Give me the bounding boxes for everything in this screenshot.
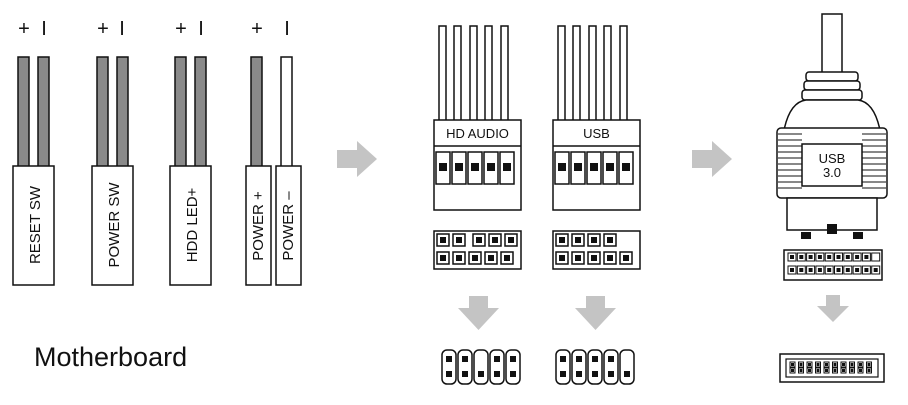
pin-contact (833, 369, 837, 372)
pin-contact (790, 255, 794, 259)
usb3-connector: USB 3.0 (776, 13, 888, 281)
wire (37, 56, 50, 168)
pin-contact (808, 369, 811, 372)
front-panel-leads: + I RESET SW + I POWER SW + I HDD LED+ (12, 18, 302, 286)
pin-contact (836, 268, 841, 272)
down-arrow-icon (458, 296, 499, 330)
lead-plug (245, 165, 272, 286)
pin-contact (845, 268, 850, 272)
wire (250, 56, 263, 168)
lead-plug (275, 165, 302, 286)
cable (821, 13, 843, 75)
hd-audio-label: HD AUDIO (446, 126, 509, 141)
lead-plug (91, 165, 134, 286)
wire (174, 56, 187, 168)
pin-contact (864, 268, 869, 272)
lead-reset-sw: + I RESET SW (12, 18, 55, 286)
pin-contact (791, 363, 794, 366)
wire (96, 56, 109, 168)
pin-contact (816, 363, 820, 366)
plus-sign: + (97, 18, 109, 40)
right-arrow-icon (692, 141, 732, 177)
lead-power-plus: + POWER + (245, 18, 272, 286)
usb3-motherboard-header (779, 353, 885, 383)
pin-contact (791, 369, 794, 372)
pin-contact (867, 363, 871, 366)
latch-tab (827, 224, 837, 234)
hd-audio-connector: HD AUDIO (433, 25, 522, 211)
pin-contact (790, 268, 794, 272)
usb-connector: USB (552, 25, 641, 211)
pin-contact (827, 268, 832, 272)
pin-contact (859, 363, 862, 366)
minus-sign: I (119, 18, 125, 40)
usb-motherboard-header (555, 349, 635, 385)
pin-contact (836, 255, 841, 259)
pin-contact (817, 268, 822, 272)
pin-contact (799, 363, 803, 366)
pin-contact (845, 255, 850, 259)
pin-contact (867, 369, 871, 372)
lead-hdd-led: + I HDD LED+ (169, 18, 212, 286)
pin-contact (859, 369, 862, 372)
pin-contact (864, 255, 869, 259)
pin-contact (842, 363, 845, 366)
pin-contact (799, 369, 803, 372)
pin-contact (825, 369, 828, 372)
usb3-header-pins (789, 361, 872, 374)
lead-label: POWER + (250, 191, 267, 261)
lead-power-minus: I POWER – (275, 18, 302, 286)
motherboard-label: Motherboard (34, 342, 187, 372)
pin-contact (825, 363, 828, 366)
pin-contact (850, 369, 854, 372)
pin-contact (799, 255, 804, 259)
pin-contact (808, 255, 813, 259)
pin-contact (833, 363, 837, 366)
wire (17, 56, 30, 168)
hd-audio-motherboard-header (441, 349, 521, 385)
pin-contact (808, 363, 811, 366)
lead-label: POWER SW (106, 182, 123, 268)
wire (194, 56, 207, 168)
minus-sign: I (284, 18, 290, 40)
right-arrow-icon (337, 141, 377, 177)
lead-plug (169, 165, 212, 286)
wire (280, 56, 293, 168)
plus-sign: + (251, 18, 263, 40)
lead-power-sw: + I POWER SW (91, 18, 134, 286)
pin-contact (808, 268, 813, 272)
usb-pin-block (552, 230, 641, 270)
hd-audio-pin-block (433, 230, 522, 270)
usb3-label-line2: 3.0 (823, 165, 841, 180)
lead-label: RESET SW (27, 185, 44, 264)
lead-plug (12, 165, 55, 286)
usb3-label-panel (801, 143, 863, 187)
pin-contact (850, 363, 854, 366)
pin-contact (827, 255, 832, 259)
pin-contact (842, 369, 845, 372)
pin (871, 252, 881, 262)
usb-label: USB (583, 126, 610, 141)
down-arrow-icon (575, 296, 616, 330)
latch-tab (853, 232, 863, 239)
lead-label: POWER – (280, 191, 297, 261)
usb3-pins (787, 252, 881, 275)
wire (116, 56, 129, 168)
plus-sign: + (18, 18, 30, 40)
pin-contact (816, 369, 820, 372)
down-arrow-icon (817, 295, 849, 322)
pin-contact (817, 255, 822, 259)
pin-contact (873, 268, 878, 272)
minus-sign: I (198, 18, 204, 40)
lead-label: HDD LED+ (184, 187, 201, 262)
pin-contact (855, 255, 860, 259)
minus-sign: I (41, 18, 47, 40)
pin-contact (799, 268, 804, 272)
pin-contact (855, 268, 860, 272)
latch-tab (801, 232, 811, 239)
usb3-label-line1: USB (819, 151, 846, 166)
plus-sign: + (175, 18, 187, 40)
